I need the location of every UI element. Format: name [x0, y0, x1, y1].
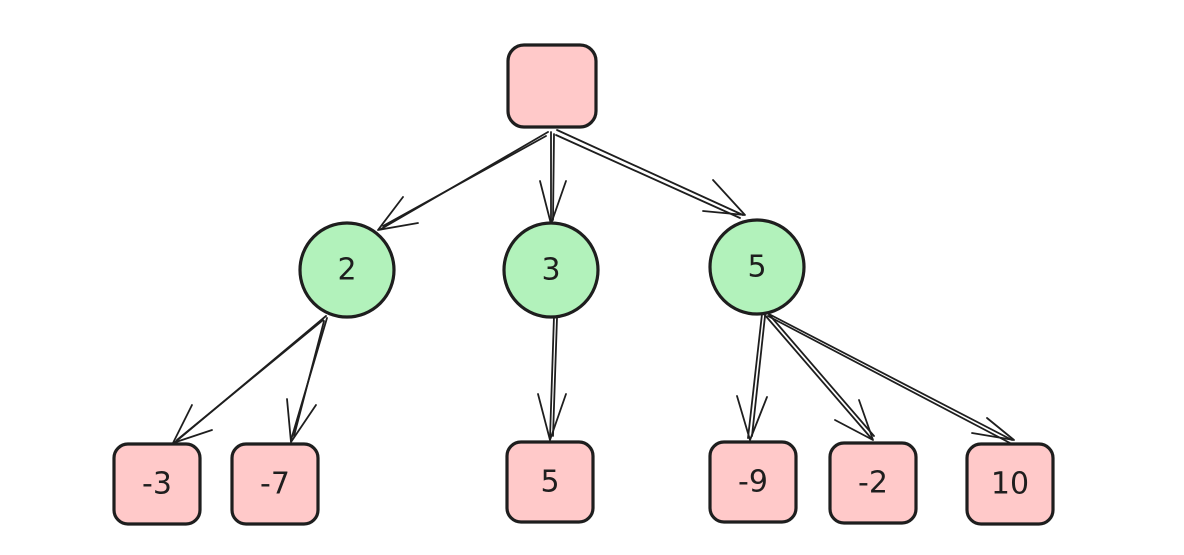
leaf-node-label: 5 [540, 465, 559, 500]
leaf-node-label: -9 [738, 465, 768, 500]
edge-chance-2-to-leaf-1 [763, 311, 875, 441]
leaf-node: -2 [828, 441, 918, 525]
edge-root-to-chance-2 [555, 129, 746, 219]
chance-node: 2 [298, 221, 396, 319]
chance-node-label: 5 [747, 250, 766, 285]
chance-node: 3 [502, 221, 600, 319]
edge-chance-2-to-leaf-0 [736, 313, 768, 441]
edge-chance-0-to-leaf-1 [286, 317, 328, 443]
leaf-node-label: -3 [142, 467, 172, 502]
leaf-node: -3 [112, 442, 202, 526]
leaf-node: -7 [230, 442, 320, 526]
edge-root-to-chance-1 [539, 131, 567, 225]
leaf-node-label: -7 [260, 467, 290, 502]
chance-node-label: 3 [541, 253, 560, 288]
edge-chance-2-to-leaf-2 [764, 311, 1015, 444]
leaf-node: 10 [965, 442, 1055, 526]
root-node [506, 43, 598, 129]
chance-node: 5 [708, 218, 806, 316]
leaf-node: 5 [505, 440, 595, 524]
edge-root-to-chance-0 [377, 131, 549, 231]
chance-node-label: 2 [337, 253, 356, 288]
leaf-node: -9 [708, 440, 798, 524]
leaf-node-label: 10 [991, 467, 1029, 502]
edge-chance-1-to-leaf-0 [537, 315, 567, 441]
leaf-node-label: -2 [858, 466, 888, 501]
